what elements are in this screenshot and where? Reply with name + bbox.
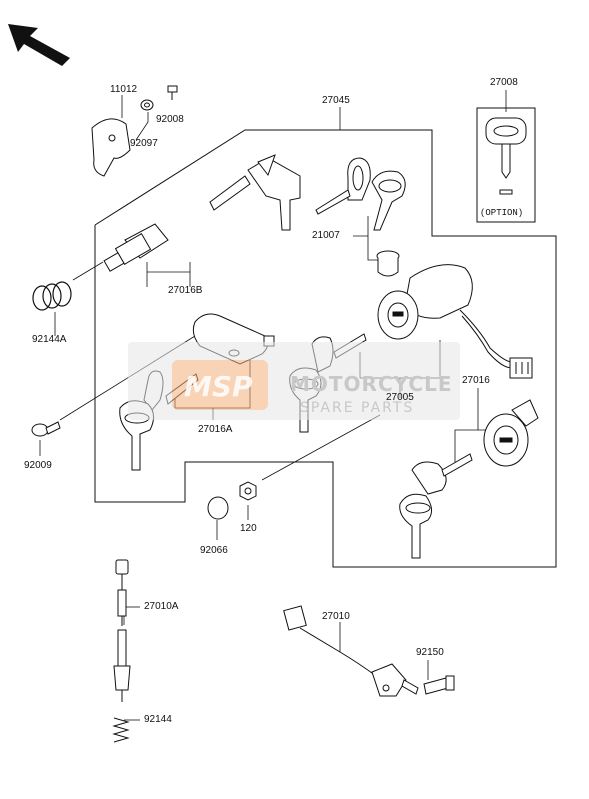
label-27010: 27010 — [322, 611, 350, 622]
label-92097: 92097 — [130, 138, 158, 149]
lock-cylinder-27016B — [103, 223, 169, 272]
label-92144: 92144 — [144, 714, 172, 725]
bracket-11012 — [91, 118, 131, 177]
label-92144A: 92144A — [32, 334, 67, 345]
watermark-line1: MOTORCYCLE — [290, 372, 453, 396]
label-92150: 92150 — [416, 647, 444, 658]
label-27016A: 27016A — [198, 424, 233, 435]
fuel-lock-27016 — [483, 399, 539, 467]
washer-92097 — [140, 99, 154, 111]
label-27010A: 27010A — [144, 601, 179, 612]
cap-92066 — [207, 496, 229, 520]
label-27016: 27016 — [462, 375, 490, 386]
label-11012: 11012 — [110, 84, 138, 95]
bolt-92150 — [423, 675, 455, 695]
label-92066: 92066 — [200, 545, 228, 556]
option-key-27008 — [485, 117, 527, 195]
label-option: (OPTION) — [480, 208, 524, 218]
keys-21007 — [315, 157, 406, 231]
nut-120 — [239, 481, 257, 501]
watermark-line2: SPARE PARTS — [300, 400, 415, 416]
cap-21007 — [376, 250, 400, 277]
label-27008: 27008 — [490, 77, 518, 88]
spring-92144A — [32, 281, 72, 311]
label-92009: 92009 — [24, 460, 52, 471]
switch-27010A — [113, 559, 131, 702]
label-21007: 21007 — [312, 230, 340, 241]
label-27016B: 27016B — [168, 285, 203, 296]
watermark — [128, 342, 460, 420]
key-blank-top — [209, 154, 301, 231]
watermark-logo: MSP — [184, 370, 253, 403]
bolt-92008 — [167, 85, 178, 100]
label-120: 120 — [240, 523, 257, 534]
switch-27010 — [283, 605, 419, 697]
spring-92144 — [112, 717, 130, 743]
label-27005: 27005 — [386, 392, 414, 403]
label-27045: 27045 — [322, 95, 350, 106]
ignition-switch-27005 — [377, 264, 533, 379]
assembly-outline-27045 — [94, 129, 557, 568]
front-direction-arrow-icon — [8, 24, 70, 66]
label-92008: 92008 — [156, 114, 184, 125]
keys-27016 — [399, 453, 473, 559]
screw-92009 — [31, 421, 61, 437]
